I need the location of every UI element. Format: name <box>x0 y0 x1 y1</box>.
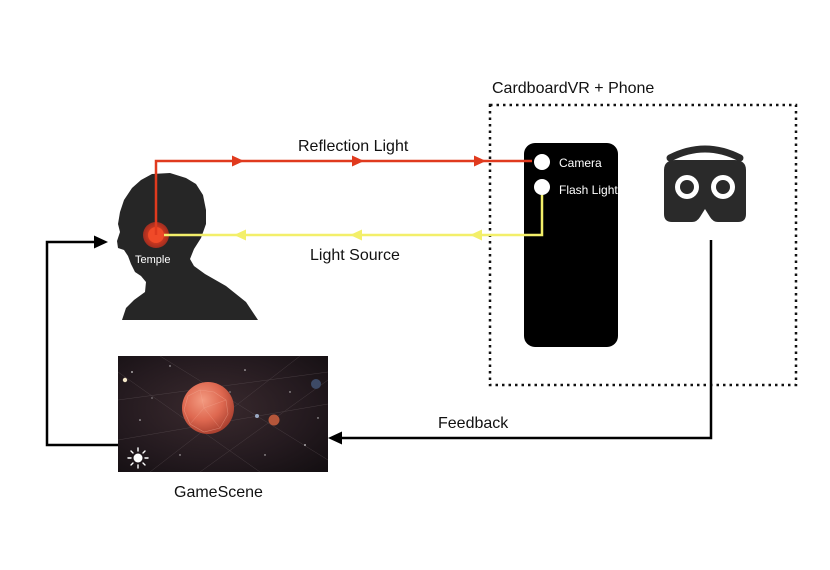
camera-icon <box>534 154 550 170</box>
head-silhouette-icon <box>117 173 258 320</box>
feedback-label: Feedback <box>438 415 509 432</box>
planet-icon <box>182 382 234 434</box>
temple-label: Temple <box>135 254 170 266</box>
light-source-label: Light Source <box>310 247 400 264</box>
device-group-label: CardboardVR + Phone <box>492 80 654 97</box>
light-source-arrow <box>164 195 544 241</box>
flash-label: Flash Light <box>559 183 618 197</box>
reflection-light-arrow <box>154 155 532 235</box>
feedback-arrow <box>328 240 713 445</box>
game-scene-label: GameScene <box>174 484 263 501</box>
phone <box>524 143 618 347</box>
vr-headset-icon <box>664 145 746 222</box>
camera-label: Camera <box>559 156 602 170</box>
sun-icon <box>127 447 149 469</box>
loop-arrow <box>45 235 118 447</box>
reflection-light-label: Reflection Light <box>298 138 409 155</box>
flash-icon <box>534 179 550 195</box>
